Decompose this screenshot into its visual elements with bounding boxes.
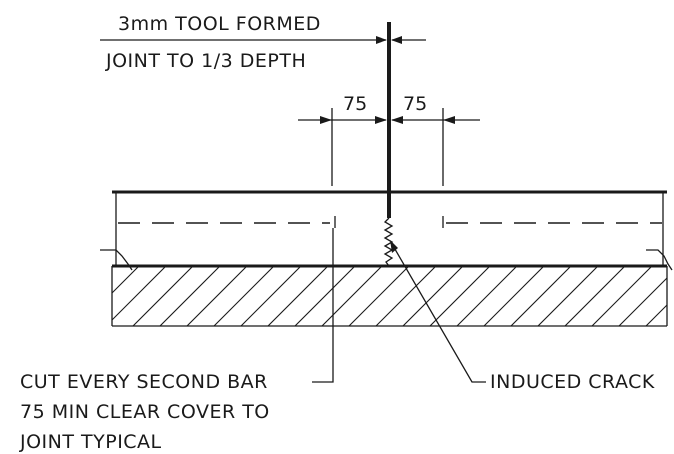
hatch-line xyxy=(348,266,410,326)
dim-arrow-3 xyxy=(391,116,403,124)
induced-crack-leader xyxy=(391,243,486,383)
hatch-line xyxy=(159,266,221,326)
cut-bar-note-line-1: CUT EVERY SECOND BAR xyxy=(20,371,268,393)
hatch-line xyxy=(402,266,464,326)
hatch-line xyxy=(294,266,356,326)
hatch-line xyxy=(429,266,491,326)
cut-bar-leader xyxy=(312,228,334,383)
hatch-line xyxy=(510,266,572,326)
hatch-line xyxy=(564,266,626,326)
dimension-left-label: 75 xyxy=(343,93,367,115)
hatch-line xyxy=(618,277,667,326)
dimension-right-label: 75 xyxy=(403,93,427,115)
hatch-line xyxy=(267,266,329,326)
joint-note-line-2: JOINT TO 1/3 DEPTH xyxy=(105,50,306,72)
hatch-line xyxy=(537,266,599,326)
joint-note-line-1: 3mm TOOL FORMED xyxy=(118,13,321,35)
hatch-line xyxy=(112,266,140,294)
hatch-line xyxy=(112,266,113,267)
hatch-line xyxy=(321,266,383,326)
hatch-line xyxy=(112,266,167,321)
dim-arrow-2 xyxy=(375,116,387,124)
hatch-line xyxy=(132,266,194,326)
induced-crack-note: INDUCED CRACK xyxy=(490,371,655,393)
hatch-line xyxy=(213,266,275,326)
cut-bar-note-line-2: 75 MIN CLEAR COVER TO xyxy=(20,401,270,423)
hatch-line xyxy=(456,266,518,326)
cut-bar-note-line-3: JOINT TYPICAL xyxy=(19,431,162,453)
hatch-line xyxy=(375,266,437,326)
hatch-line xyxy=(483,266,545,326)
induced-crack-arrow xyxy=(390,240,398,253)
dim-arrow-4 xyxy=(443,116,455,124)
hatch-line xyxy=(186,266,248,326)
left-break-line xyxy=(100,249,133,271)
joint-arrow-right xyxy=(391,36,402,44)
sub-base-hatching xyxy=(112,266,667,326)
hatch-line xyxy=(591,266,653,326)
hatch-line xyxy=(240,266,302,326)
joint-arrow-left xyxy=(376,36,387,44)
dim-arrow-1 xyxy=(320,116,332,124)
hatch-line xyxy=(645,304,667,326)
right-break-line xyxy=(646,249,673,271)
